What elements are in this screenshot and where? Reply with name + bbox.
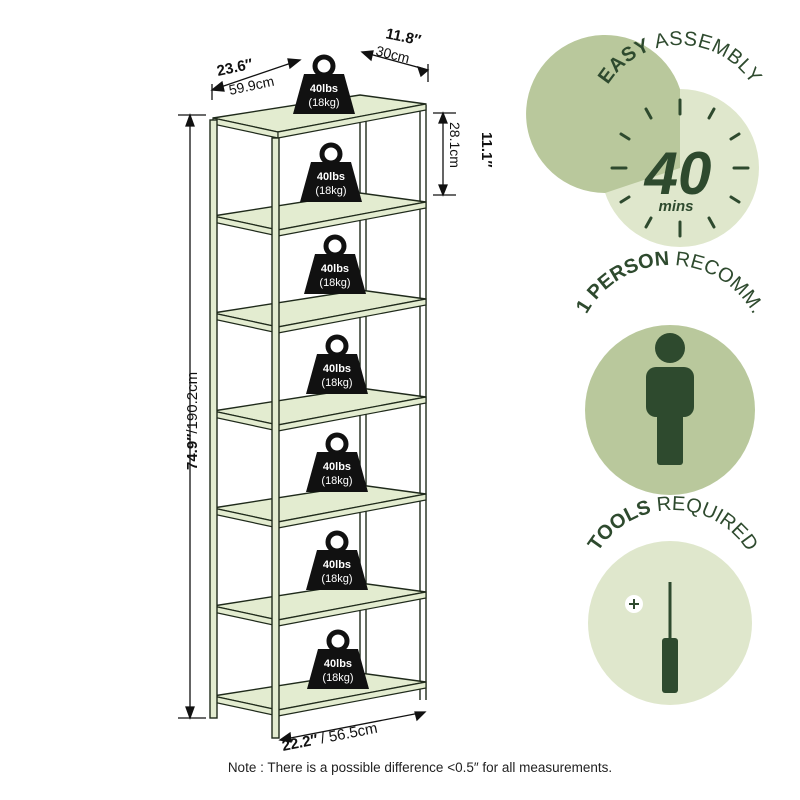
arrowhead <box>287 58 302 70</box>
person-badge: 1 PERSON RECOMM. <box>572 248 768 495</box>
svg-text:22.2″/ 56.5cm: 22.2″/ 56.5cm <box>281 720 379 755</box>
shelf-board <box>212 289 427 334</box>
plus-icon <box>625 595 643 613</box>
weight-kg: (18kg) <box>315 185 346 197</box>
weight-kg: (18kg) <box>321 377 352 389</box>
weight-kg: (18kg) <box>321 573 352 585</box>
weight-lbs: 40lbs <box>323 559 351 571</box>
weight-lbs: 40lbs <box>321 263 349 275</box>
person-heading-rest: RECOMM. <box>669 248 768 317</box>
tools-badge: TOOLS REQUIRED <box>584 493 762 705</box>
front-right-post <box>271 137 280 739</box>
weight-icon: 40lbs (18kg) <box>306 530 368 590</box>
front-left-post <box>209 119 218 719</box>
assembly-unit: mins <box>658 198 693 215</box>
clock-time-wedge <box>526 35 680 194</box>
svg-text:74.9″/190.2cm: 74.9″/190.2cm <box>184 372 201 470</box>
weight-icon: 40lbs (18kg) <box>293 54 355 114</box>
height-label: 74.9″/190.2cm <box>184 372 201 470</box>
height-inches: 74.9″ <box>184 434 201 470</box>
person-heading-bold: 1 PERSON <box>572 248 670 317</box>
screwdriver-icon <box>662 582 678 693</box>
arrowhead <box>438 184 448 197</box>
arrowhead <box>210 80 225 92</box>
weight-lbs: 40lbs <box>323 461 351 473</box>
height-cm: /190.2cm <box>184 372 201 434</box>
weight-kg: (18kg) <box>321 475 352 487</box>
shelf-board <box>212 387 427 432</box>
depth-dimension-line <box>361 51 429 71</box>
measurement-note: Note : There is a possible difference <0… <box>227 760 613 775</box>
arrowhead <box>185 706 195 720</box>
person-heading: 1 PERSON RECOMM. <box>572 248 768 317</box>
bottom-cm: / 56.5cm <box>319 720 379 748</box>
weight-icon: 40lbs (18kg) <box>306 432 368 492</box>
assembly-badge: 40 mins EASY ASSEMBLY <box>526 28 765 247</box>
bottom-inches: 22.2″ <box>281 731 320 755</box>
weight-kg: (18kg) <box>322 672 353 684</box>
dimensions <box>178 50 456 743</box>
weight-icon: 40lbs (18kg) <box>300 142 362 202</box>
weight-kg: (18kg) <box>308 97 339 109</box>
weight-kg: (18kg) <box>319 277 350 289</box>
shelf-unit: 40lbs (18kg) 40lbs (18kg) 40lbs (18kg) 40lbs (1… <box>209 54 427 739</box>
weight-icon: 40lbs (18kg) <box>306 334 368 394</box>
weight-lbs: 40lbs <box>310 83 338 95</box>
clock-ticks <box>610 98 750 238</box>
person-icon <box>646 333 694 465</box>
arrowhead <box>416 66 430 78</box>
arrowhead <box>185 113 195 127</box>
width-inches: 23.6″ <box>215 56 254 80</box>
weight-icon: 40lbs (18kg) <box>304 234 366 294</box>
spacing-cm: 28.1cm <box>447 122 463 168</box>
weight-lbs: 40lbs <box>317 171 345 183</box>
weight-lbs: 40lbs <box>323 363 351 375</box>
weight-icon: 40lbs (18kg) <box>307 629 369 689</box>
spacing-inches: 11.1″ <box>478 132 495 168</box>
bottom-label: 22.2″/ 56.5cm <box>281 720 379 755</box>
shelves <box>212 94 427 717</box>
bottom-dimension-line <box>279 711 426 741</box>
assembly-minutes: 40 <box>644 140 712 207</box>
weight-lbs: 40lbs <box>324 658 352 670</box>
width-dimension-line <box>211 59 301 91</box>
arrowhead <box>438 111 448 124</box>
arrowhead <box>278 731 292 743</box>
arrowhead <box>414 711 427 722</box>
shelf-board <box>212 484 427 529</box>
arrowhead <box>360 50 374 62</box>
weights: 40lbs (18kg) 40lbs (18kg) 40lbs (18kg) 40lbs (1… <box>293 54 369 689</box>
